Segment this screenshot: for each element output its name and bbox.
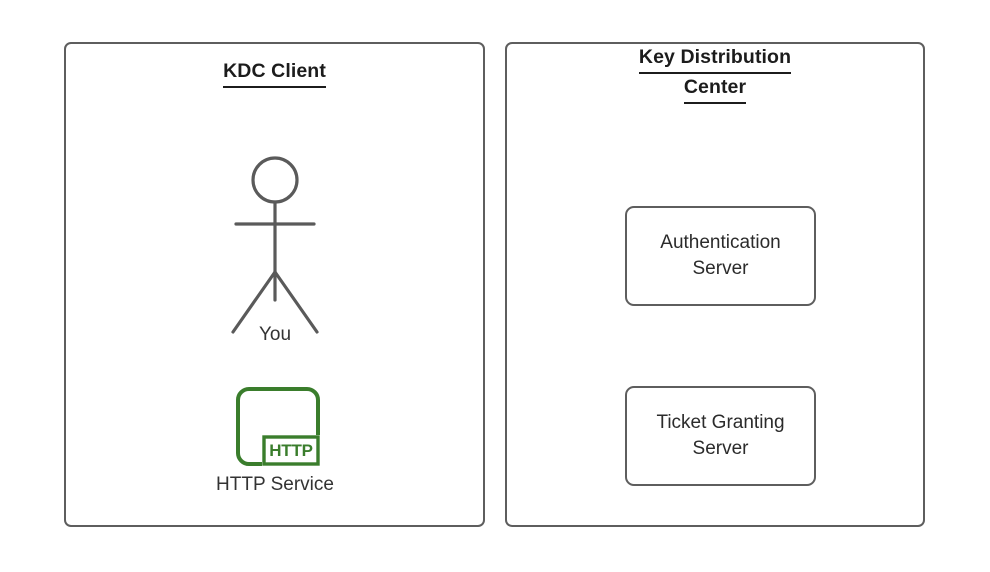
stick-figure-icon [211, 120, 339, 355]
box-authentication-server: Authentication Server [625, 206, 816, 306]
actor-label-you: You [258, 324, 292, 345]
panel-kdc-title-line-2: Center [683, 74, 747, 104]
panel-kdc-client-title-line-1: KDC Client [223, 58, 326, 88]
service-label-http-service: HTTP Service [216, 474, 334, 495]
http-service-icon: HTTP [230, 381, 324, 471]
box-ticket-granting-server: Ticket Granting Server [625, 386, 816, 486]
panel-kdc-client-title: KDC Client [64, 58, 485, 88]
panel-key-distribution-center-title: Key Distribution Center [505, 44, 925, 104]
box-ticket-granting-server-label: Ticket Granting Server [656, 412, 785, 459]
box-authentication-server-label: Authentication Server [660, 232, 781, 279]
panel-kdc-title-line-1: Key Distribution [638, 44, 792, 74]
http-badge-label: HTTP [269, 441, 313, 460]
